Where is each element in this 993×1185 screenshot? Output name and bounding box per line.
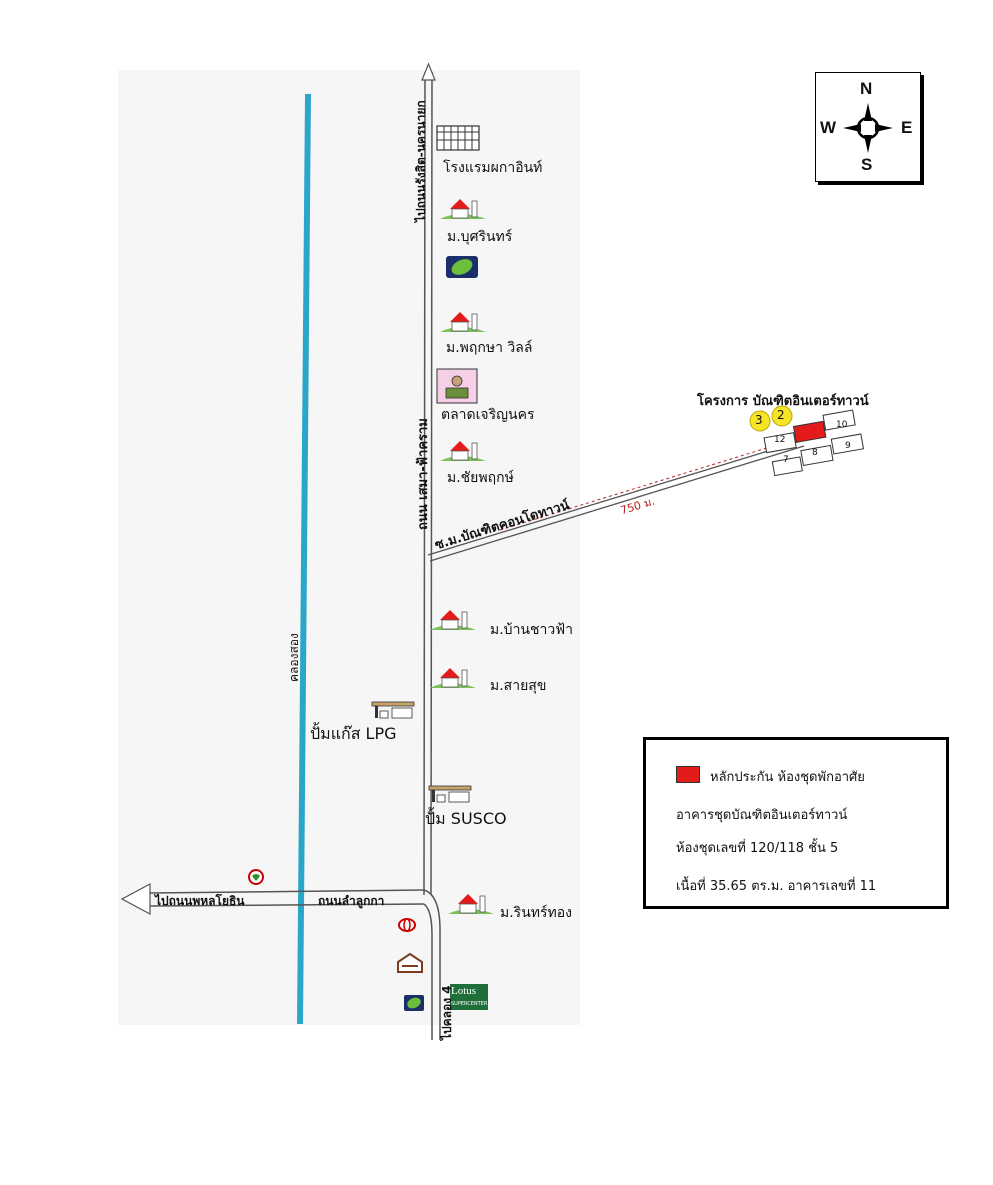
- compass-east: E: [901, 118, 913, 137]
- legend-box: หลักประกัน ห้องชุดพักอาศัย อาคารชุดบัณฑิ…: [643, 737, 949, 909]
- leaf-icon: [446, 256, 478, 278]
- project-title: โครงการ บัณฑิตอินเตอร์ทาวน์: [697, 394, 869, 409]
- house-icon: [440, 199, 486, 219]
- north-arrow-head: [421, 62, 436, 81]
- market-label: ตลาดเจริญนคร: [441, 407, 535, 423]
- compass-rose: N S E W: [815, 72, 921, 182]
- legend-area: เนื้อที่ 35.65 ตร.ม. อาคารเลขที่ 11: [676, 879, 877, 894]
- lotus-logo-bg: [450, 984, 488, 1010]
- lpg-station-label: ปั้มแก๊ส LPG: [310, 724, 397, 743]
- lotus-logo-text: Lotus: [451, 985, 477, 997]
- highlighted-block: [792, 420, 827, 443]
- house-icon: [440, 312, 486, 332]
- compass-south: S: [861, 155, 873, 174]
- circle-3: [749, 410, 771, 432]
- north-road-label: ไปถนนรังสิต-นครนายก: [414, 100, 428, 222]
- bank-marker-icon: [248, 869, 264, 885]
- block-10-label: 10: [836, 420, 848, 430]
- house-icon: [430, 668, 476, 688]
- village-rin-thong-label: ม.รินทร์ทอง: [500, 905, 572, 921]
- leaf-icon: [404, 995, 424, 1011]
- home-logo-icon: [397, 952, 423, 973]
- gas-station-icon: [371, 701, 415, 719]
- susco-station-label: ปั้ม SUSCO: [425, 809, 507, 828]
- circle-2: [771, 405, 793, 427]
- village-busarin-label: ม.บุศรินทร์: [447, 229, 513, 245]
- village-pruksa-label: ม.พฤกษา วิลล์: [446, 340, 533, 356]
- legend-unit: ห้องชุดเลขที่ 120/118 ชั้น 5: [676, 841, 839, 856]
- main-road-label: ถนน เสมา-ฟ้าคราม: [416, 418, 431, 530]
- compass-north: N: [860, 79, 873, 98]
- gas-station-icon: [428, 785, 472, 803]
- circle-2-label: 2: [777, 408, 785, 422]
- lotus-sub-text: SUPERCENTER: [451, 1001, 488, 1007]
- canal-label: คลองสอง: [287, 633, 301, 682]
- house-icon: [448, 894, 494, 914]
- block-8: [800, 444, 834, 467]
- block-7-label: 7: [783, 455, 789, 465]
- map-background: [118, 70, 580, 1025]
- block-12: [763, 432, 797, 454]
- block-12-label: 12: [774, 435, 786, 445]
- house-icon: [430, 610, 476, 630]
- main-road: [421, 62, 436, 896]
- market-icon: [436, 368, 478, 404]
- block-9-label: 9: [845, 441, 851, 451]
- project-blocks: [763, 409, 865, 477]
- canal-line: [297, 93, 311, 1025]
- block-7: [771, 456, 803, 477]
- soi-road: [427, 439, 805, 562]
- lam-luk-ka-road: [120, 882, 441, 1040]
- cross-road-label: ถนนลำลูกกา: [318, 894, 385, 908]
- hotel-label: โรงแรมผกาอินท์: [443, 160, 543, 176]
- compass-west: W: [820, 118, 837, 137]
- village-saisuk-label: ม.สายสุข: [490, 678, 547, 694]
- compass-icon: [843, 103, 893, 153]
- village-chaiyapruk-label: ม.ชัยพฤกษ์: [447, 470, 514, 486]
- legend-collateral: หลักประกัน ห้องชุดพักอาศัย: [710, 770, 865, 785]
- house-icon: [440, 441, 486, 461]
- block-10: [822, 409, 856, 431]
- legend-building: อาคารชุดบัณฑิตอินเตอร์ทาวน์: [676, 808, 848, 823]
- legend-swatch: [676, 766, 700, 783]
- west-road-label: ไปถนนพหลโยธิน: [155, 894, 245, 908]
- block-9: [830, 433, 865, 455]
- toyota-icon: [398, 918, 416, 932]
- village-ban-chao-fa-label: ม.บ้านชาวฟ้า: [490, 622, 573, 638]
- circle-3-label: 3: [755, 413, 763, 427]
- hotel-icon: [436, 125, 480, 151]
- block-8-label: 8: [812, 448, 818, 458]
- west-arrow-head: [120, 882, 151, 916]
